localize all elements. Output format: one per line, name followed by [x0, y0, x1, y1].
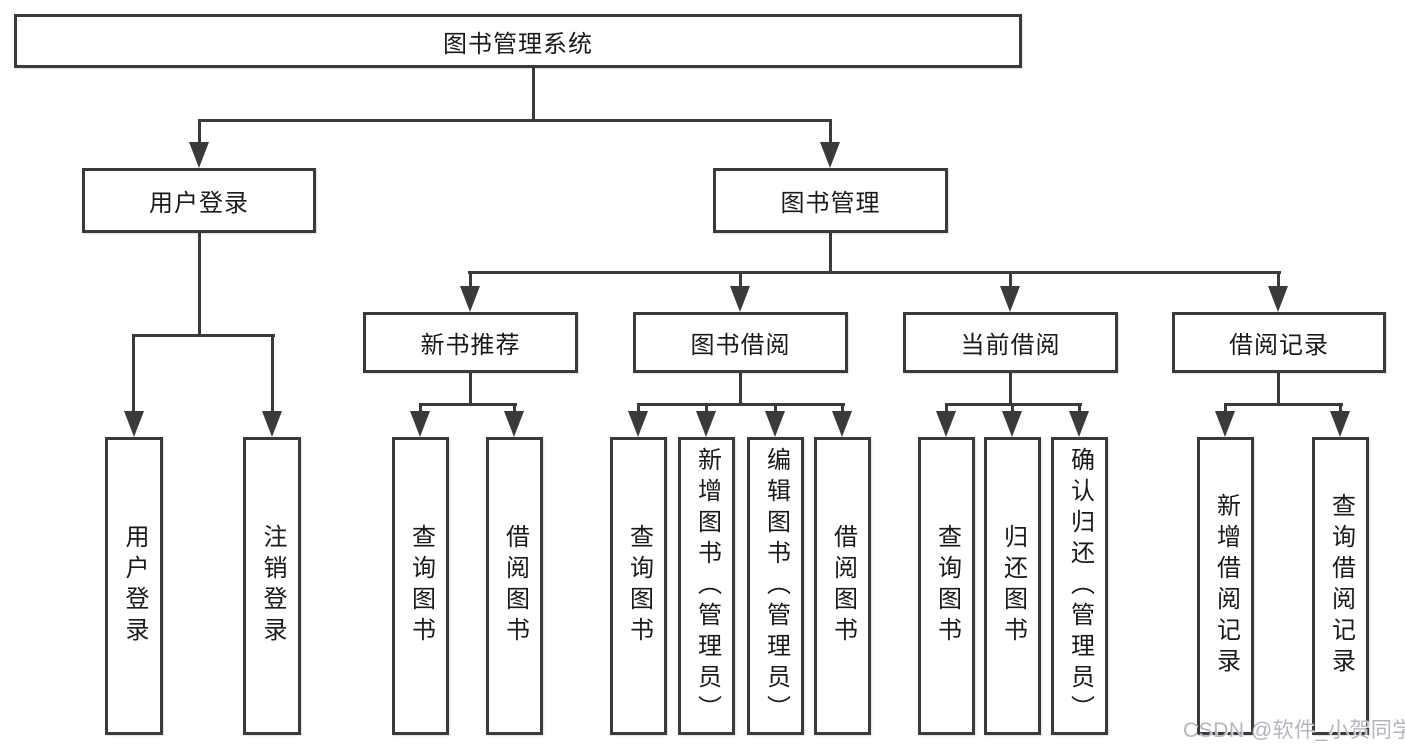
leaf-borrow-book: 借阅图书	[814, 437, 871, 735]
arrow-down-icon	[696, 411, 716, 437]
connector-line	[532, 68, 535, 122]
node-label: 用户登录	[149, 190, 249, 217]
connector-line	[945, 406, 948, 411]
leaf-query-book: 查询图书	[610, 437, 667, 735]
connector-line	[1277, 274, 1280, 286]
csdn-watermark: CSDN @软件_小贺同学	[1183, 719, 1405, 742]
arrow-down-icon	[832, 411, 852, 437]
connector-line	[774, 406, 777, 411]
node-borrowing-records: 借阅记录	[1172, 312, 1386, 373]
connector-line	[739, 373, 742, 406]
leaf-edit-book-admin: 编辑图书（管理员）	[747, 437, 804, 735]
node-label: 新增借阅记录	[1212, 493, 1240, 679]
connector-line	[468, 271, 1281, 274]
node-label: 借阅图书	[829, 524, 857, 648]
connector-line	[1009, 274, 1012, 286]
node-label: 新增图书（管理员）	[693, 446, 721, 726]
connector-line	[198, 119, 832, 122]
connector-line	[198, 233, 201, 337]
arrow-down-icon	[1002, 411, 1022, 437]
node-label: 图书管理	[780, 190, 881, 217]
arrow-down-icon	[1069, 411, 1089, 437]
leaf-add-borrow-record: 新增借阅记录	[1197, 437, 1254, 735]
connector-line	[1224, 406, 1227, 411]
arrow-down-icon	[730, 286, 750, 312]
arrow-down-icon	[628, 411, 648, 437]
node-label: 当前借阅	[960, 332, 1061, 359]
connector-line	[637, 406, 640, 411]
connector-line	[1277, 373, 1280, 406]
node-label: 图书管理系统	[443, 30, 593, 58]
leaf-confirm-return-admin: 确认归还（管理员）	[1051, 437, 1108, 735]
leaf-logout: 注销登录	[243, 437, 301, 735]
connector-line	[513, 406, 516, 411]
connector-line	[1011, 406, 1014, 411]
connector-line	[1078, 406, 1081, 411]
connector-line	[739, 274, 742, 286]
node-library-management-system: 图书管理系统	[14, 14, 1022, 68]
connector-line	[132, 337, 135, 411]
node-label: 查询图书	[407, 524, 435, 648]
arrow-down-icon	[1268, 286, 1288, 312]
node-label: 查询借阅记录	[1327, 493, 1355, 679]
connector-line	[945, 403, 1082, 406]
node-book-borrowing: 图书借阅	[633, 312, 848, 373]
leaf-query-book: 查询图书	[918, 437, 975, 735]
connector-line	[132, 334, 275, 337]
connector-line	[469, 274, 472, 286]
arrow-down-icon	[820, 142, 840, 168]
node-label: 新书推荐	[420, 332, 521, 359]
connector-line	[419, 403, 517, 406]
arrow-down-icon	[410, 411, 430, 437]
node-label: 用户登录	[121, 524, 148, 648]
node-label: 注销登录	[259, 524, 286, 648]
connector-line	[637, 403, 845, 406]
arrow-down-icon	[124, 411, 144, 437]
connector-line	[419, 406, 422, 411]
arrow-down-icon	[936, 411, 956, 437]
arrow-down-icon	[1215, 411, 1235, 437]
connector-line	[841, 406, 844, 411]
connector-line	[198, 122, 201, 142]
node-label: 借阅图书	[501, 524, 529, 648]
connector-line	[829, 233, 832, 274]
node-label: 借阅记录	[1229, 332, 1329, 359]
connector-line	[469, 373, 472, 406]
node-label: 查询图书	[625, 524, 653, 648]
node-user-login: 用户登录	[82, 168, 316, 233]
leaf-add-book-admin: 新增图书（管理员）	[678, 437, 735, 735]
node-new-book-recommend: 新书推荐	[363, 312, 578, 373]
arrow-down-icon	[460, 286, 480, 312]
leaf-borrow-book: 借阅图书	[486, 437, 543, 735]
arrow-down-icon	[504, 411, 524, 437]
node-label: 确认归还（管理员）	[1066, 446, 1094, 726]
arrow-down-icon	[765, 411, 785, 437]
connector-line	[1224, 403, 1343, 406]
connector-line	[271, 337, 274, 411]
leaf-return-book: 归还图书	[984, 437, 1041, 735]
node-label: 编辑图书（管理员）	[762, 446, 790, 726]
arrow-down-icon	[262, 411, 282, 437]
node-current-borrowing: 当前借阅	[903, 312, 1118, 373]
connector-line	[829, 122, 832, 142]
connector-line	[705, 406, 708, 411]
leaf-user-login: 用户登录	[105, 437, 163, 735]
node-book-management: 图书管理	[713, 168, 948, 233]
arrow-down-icon	[1330, 411, 1350, 437]
connector-line	[1339, 406, 1342, 411]
leaf-query-borrow-record: 查询借阅记录	[1312, 437, 1369, 735]
arrow-down-icon	[1000, 286, 1020, 312]
arrow-down-icon	[189, 142, 209, 168]
leaf-query-book: 查询图书	[392, 437, 449, 735]
node-label: 归还图书	[999, 524, 1027, 648]
node-label: 查询图书	[933, 524, 961, 648]
node-label: 图书借阅	[690, 332, 791, 359]
connector-line	[1009, 373, 1012, 406]
